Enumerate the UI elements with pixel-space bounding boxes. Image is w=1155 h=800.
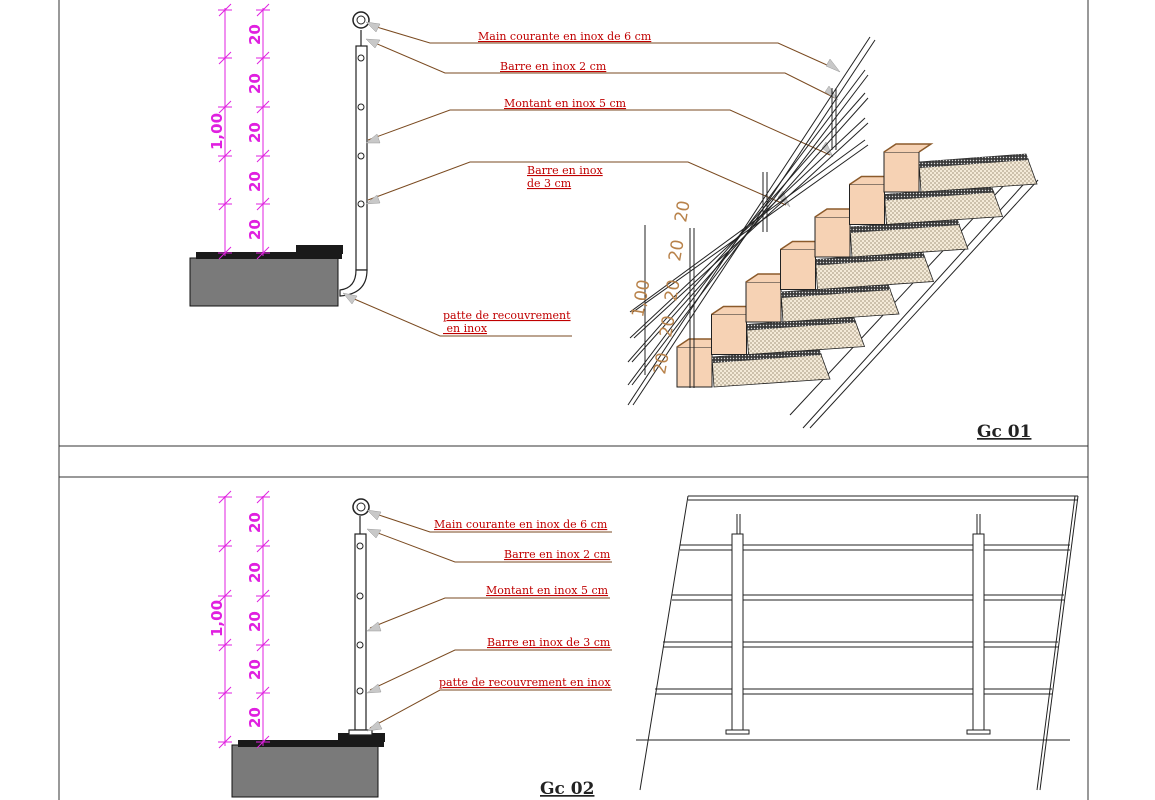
label-cover: patte de recouvrement en inox [439, 676, 611, 689]
stair-edge [883, 143, 934, 153]
stair-nosing-band [746, 316, 857, 331]
stair-nosing-band [781, 284, 891, 298]
dim-spacing: 20 [246, 707, 264, 728]
dim-spacing: 20 [246, 512, 264, 533]
dim-total-height: 1,00 [208, 113, 226, 150]
dim-spacing: 20 [246, 219, 264, 240]
detail-code-gc01: Gc 01 [977, 422, 1031, 442]
concrete-slab [189, 257, 339, 307]
dimension-lines [218, 490, 270, 749]
stair-riser [814, 216, 851, 258]
label-post: Montant en inox 5 cm [504, 97, 627, 110]
concrete-slab [231, 744, 379, 798]
label-handrail: Main courante en inox de 6 cm [434, 518, 608, 531]
label-post: Montant en inox 5 cm [486, 584, 609, 597]
label-bar-2cm: Barre en inox 2 cm [504, 548, 611, 561]
dim-spacing: 20 [246, 171, 264, 192]
label-bar-2cm: Barre en inox 2 cm [500, 60, 607, 73]
detail-code-gc02: Gc 02 [540, 779, 594, 799]
step-nosing [338, 733, 385, 742]
dim-total-height: 1,00 [208, 600, 226, 637]
label-bar-3cm-line1: Barre en inox [527, 164, 603, 177]
label-bar-3cm-line2: de 3 cm [527, 177, 572, 190]
dim-spacing: 20 [246, 122, 264, 143]
dim-spacing: 20 [246, 562, 264, 583]
detail-1-section: 1,00 20 20 20 20 20 Main courante en i [189, 3, 841, 337]
stair-riser [849, 184, 885, 225]
floor-finish [196, 252, 342, 259]
stainless-post [339, 11, 370, 297]
detail-2-section: 1,00 20 20 20 20 20 Main courante en ino… [208, 490, 612, 799]
leader-lines [369, 511, 612, 729]
bar-holes [356, 542, 364, 695]
dim-spacing: 20 [246, 24, 264, 45]
step-nosing [296, 245, 343, 254]
stair-riser [780, 249, 816, 290]
leader-lines [344, 24, 839, 337]
label-cover-line2: en inox [443, 322, 488, 335]
leader-arrows [366, 509, 383, 732]
perspective-spacing: 20 [650, 351, 673, 376]
perspective-spacing: 20 [665, 238, 688, 263]
stair-nosing-band [850, 219, 960, 233]
stainless-post [348, 498, 373, 736]
label-bar-3cm: Barre en inox de 3 cm [487, 636, 611, 649]
dimension-lines [218, 3, 270, 260]
stair-nosing-band [884, 186, 995, 201]
floor-finish [238, 740, 384, 747]
stair-riser [745, 281, 782, 323]
perspective-spacing: 20 [671, 199, 694, 224]
dim-spacing: 20 [246, 659, 264, 680]
perspective-spacing: 20 [661, 278, 684, 303]
dim-spacing: 20 [246, 73, 264, 94]
stair-riser [883, 151, 920, 193]
stair-nosing-band [815, 251, 926, 266]
railing-elevation [636, 495, 1079, 791]
stair-nosing-band [712, 349, 822, 363]
stair-riser [711, 314, 747, 355]
label-handrail: Main courante en inox de 6 cm [478, 30, 652, 43]
perspective-total-height: 1,00 [628, 278, 654, 319]
bar-holes [357, 54, 365, 208]
label-cover-line1: patte de recouvrement [443, 309, 571, 322]
stair-perspective: 1,00 20 20 20 20 20 Gc 01 [627, 36, 1039, 442]
perspective-spacing: 20 [656, 314, 679, 339]
perspective-railing [627, 36, 876, 406]
sheet-frame [58, 0, 1089, 800]
dim-spacing: 20 [246, 611, 264, 632]
stair-nosing-band [919, 154, 1029, 168]
